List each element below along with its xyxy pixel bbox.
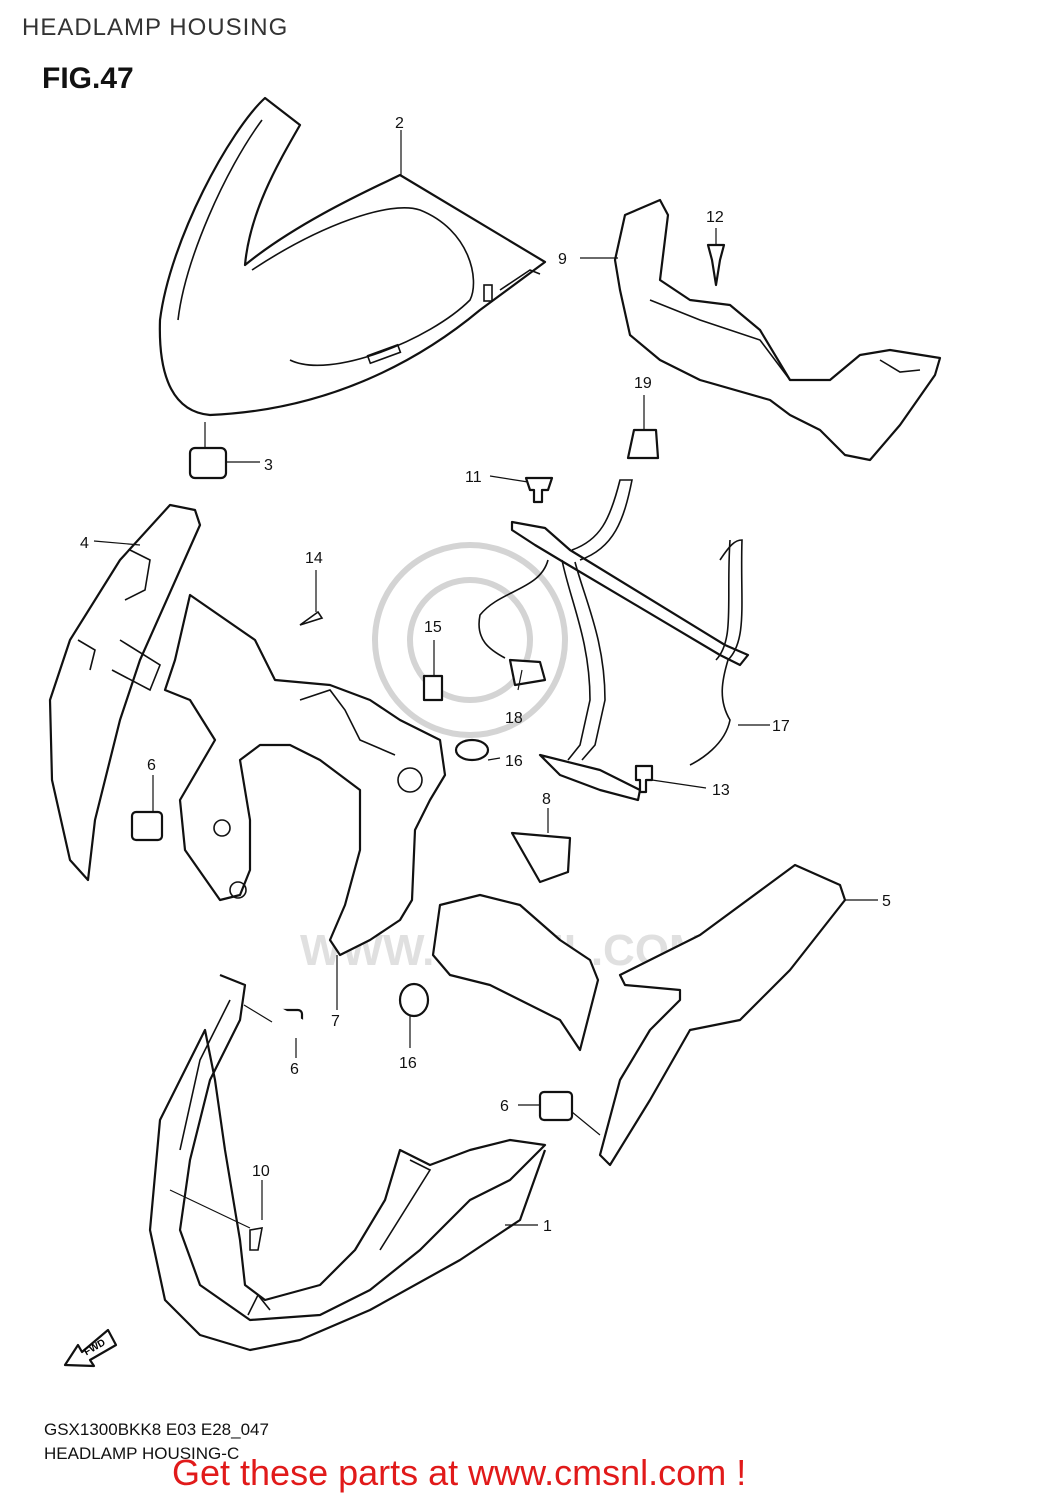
part-16-grommet-upper <box>454 738 490 762</box>
part-5-right-panel <box>598 863 847 1167</box>
callout-2: 2 <box>395 115 404 132</box>
callout-3: 3 <box>264 457 273 474</box>
part-11-bolt <box>524 476 554 504</box>
part-9-bracket <box>613 198 942 462</box>
callout-6-right: 6 <box>500 1098 509 1115</box>
callout-12: 12 <box>706 209 724 226</box>
part-8-air-duct <box>431 831 600 1052</box>
part-6-nut-right <box>538 1090 574 1122</box>
part-7-stay <box>163 593 447 957</box>
callout-numbers: 2 12 9 19 11 3 4 14 15 18 16 17 13 6 8 5… <box>80 115 891 1235</box>
part-16-grommet-lower <box>398 982 430 1018</box>
callout-1: 1 <box>543 1218 552 1235</box>
callout-10: 10 <box>252 1163 270 1180</box>
callout-4: 4 <box>80 535 89 552</box>
page-title: HEADLAMP HOUSING <box>22 14 289 41</box>
callout-5: 5 <box>882 893 891 910</box>
part-19-grommet <box>626 428 660 460</box>
fwd-arrow-icon: FWD <box>63 1328 118 1368</box>
diagram-caption: HEADLAMP HOUSING-C <box>44 1444 240 1463</box>
part-upper-cowl <box>158 96 547 417</box>
part-3-clip-nut <box>188 446 228 480</box>
promo-link[interactable]: Get these parts at www.cmsnl.com ! <box>172 1452 747 1493</box>
callout-13: 13 <box>712 782 730 799</box>
callout-16-upper: 16 <box>505 753 523 770</box>
part-13-bolt <box>634 764 654 794</box>
part-15-nut <box>422 674 444 702</box>
callout-17: 17 <box>772 718 790 735</box>
callout-18: 18 <box>505 710 523 727</box>
part-12-rivet <box>706 243 726 287</box>
callout-14: 14 <box>305 550 323 567</box>
callout-6-left: 6 <box>147 757 156 774</box>
part-14-screw <box>299 610 324 626</box>
part-17-pipe-frame <box>478 479 750 802</box>
callout-16-lower: 16 <box>399 1055 417 1072</box>
figure-number: FIG.47 <box>42 62 134 95</box>
part-18-collar <box>508 658 547 687</box>
part-1-lower-cowl <box>148 973 547 1352</box>
callout-6-middle: 6 <box>290 1061 299 1078</box>
callout-8: 8 <box>542 791 551 808</box>
callout-15: 15 <box>424 619 442 636</box>
part-6-nut-left <box>130 810 164 842</box>
callout-9: 9 <box>558 251 567 268</box>
model-code: GSX1300BKK8 E03 E28_047 <box>44 1420 269 1439</box>
callout-19: 19 <box>634 375 652 392</box>
callout-7: 7 <box>331 1013 340 1030</box>
callout-11: 11 <box>465 469 482 486</box>
leader-lines <box>93 130 878 1229</box>
part-4-left-panel <box>48 503 202 882</box>
